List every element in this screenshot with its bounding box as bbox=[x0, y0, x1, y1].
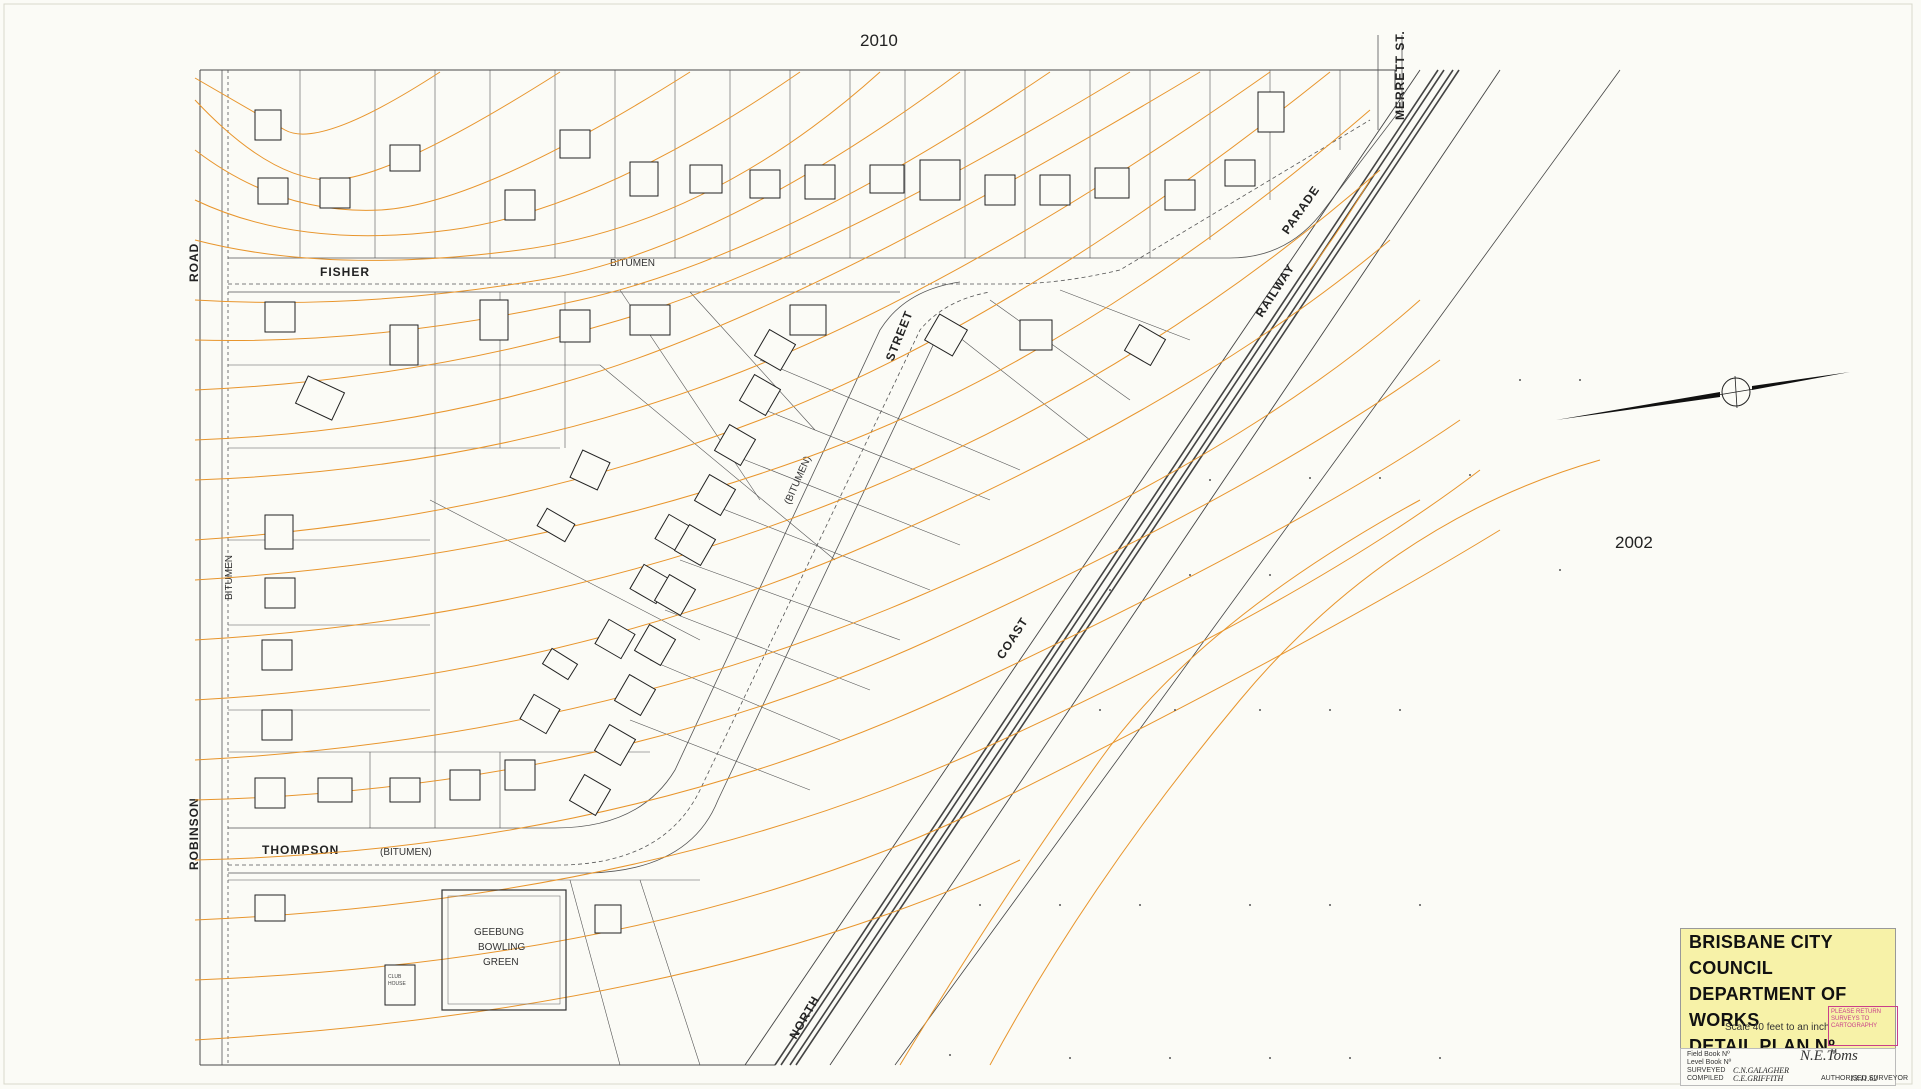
robinson-label: ROBINSON bbox=[187, 797, 201, 870]
lot-boundaries bbox=[228, 70, 1341, 1066]
signature-date: 13.11.62 bbox=[1850, 1074, 1878, 1083]
surveyed-by: C.N.GALAGHER bbox=[1733, 1066, 1789, 1075]
scale-note: Scale 40 feet to an inch bbox=[1725, 1022, 1830, 1033]
field-book-label: Field Book Nº bbox=[1687, 1051, 1730, 1058]
spot-heights bbox=[949, 379, 1581, 1059]
surveyed-label: SURVEYED bbox=[1687, 1067, 1726, 1074]
street-bitumen-note: (BITUMEN) bbox=[783, 455, 814, 507]
bowling-green bbox=[441, 889, 567, 1011]
title-department: DEPARTMENT OF WORKS bbox=[1689, 984, 1847, 1030]
merrett-street bbox=[1377, 35, 1403, 130]
bowling-green-label-1: GEEBUNG bbox=[474, 927, 524, 938]
merrett-label: MERRETT ST. bbox=[1393, 30, 1407, 120]
boundary-frame bbox=[199, 69, 1396, 1066]
street-label: STREET bbox=[883, 308, 916, 363]
building-footprints bbox=[254, 91, 1285, 1006]
title-council: BRISBANE CITY COUNCIL bbox=[1689, 932, 1833, 978]
level-book-label: Level Book Nº bbox=[1687, 1059, 1732, 1066]
club-house-label-2: HOUSE bbox=[388, 981, 406, 987]
sheet-mark: M bbox=[1831, 1049, 1837, 1056]
survey-notes: Field Book Nº Level Book Nº SURVEYED C.N… bbox=[1680, 1048, 1908, 1086]
contour-lines bbox=[194, 71, 1601, 1066]
adjoining-plan-east: 2002 bbox=[1615, 533, 1653, 552]
fisher-label: FISHER bbox=[320, 265, 370, 279]
compiled-by: C.E.GRIFFITH bbox=[1733, 1074, 1784, 1083]
north-coast-railway bbox=[744, 69, 1621, 1066]
authorised-label: AUTHORISED SURVEYOR bbox=[1821, 1075, 1908, 1082]
bowling-green-inner bbox=[447, 895, 561, 1005]
compiled-label: COMPILED bbox=[1687, 1075, 1724, 1082]
surveyor-signature: N.E.Toms bbox=[1800, 1048, 1858, 1064]
robinson-road bbox=[221, 70, 229, 1065]
thompson-street bbox=[228, 281, 991, 874]
thompson-bitumen-note: (BITUMEN) bbox=[380, 847, 432, 858]
road-label: ROAD bbox=[187, 243, 201, 282]
sheet-edge bbox=[3, 3, 1913, 1085]
adjoining-plan-north: 2010 bbox=[860, 31, 898, 50]
bowling-green-label-3: GREEN bbox=[483, 957, 519, 968]
parade-label: PARADE bbox=[1279, 183, 1322, 237]
coast-label: COAST bbox=[994, 615, 1031, 662]
fisher-bitumen-note: BITUMEN bbox=[610, 258, 655, 269]
club-house-label-1: CLUB bbox=[388, 974, 402, 980]
north-arrow-icon bbox=[1556, 372, 1850, 420]
bowling-green-label-2: BOWLING bbox=[478, 942, 525, 953]
fisher-parade-road bbox=[228, 109, 1401, 293]
return-stamp: PLEASE RETURN SURVEYS TO CARTOGRAPHY bbox=[1828, 1006, 1898, 1046]
